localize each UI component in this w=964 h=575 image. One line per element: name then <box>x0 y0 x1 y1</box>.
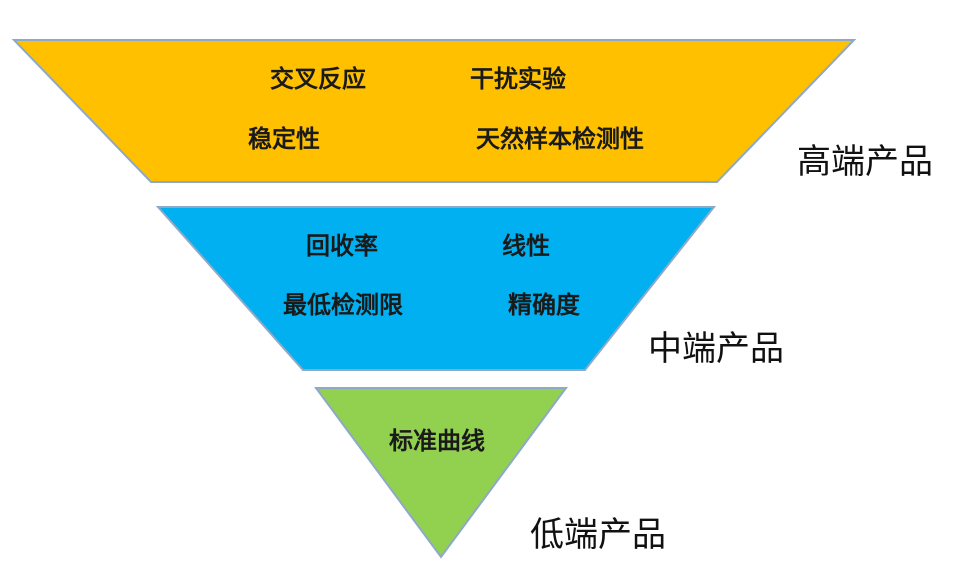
tier-high-item-3: 稳定性 <box>248 125 320 153</box>
tier-high-label: 高端产品 <box>797 142 933 182</box>
tier-mid-shape <box>155 206 717 371</box>
tier-mid-item-2: 线性 <box>502 232 550 260</box>
tier-mid-item-3: 最低检测限 <box>283 291 403 319</box>
tier-mid-item-1: 回收率 <box>306 232 378 260</box>
tier-mid-label: 中端产品 <box>648 329 784 369</box>
tier-low-item-1: 标准曲线 <box>389 427 485 455</box>
tier-low-label: 低端产品 <box>530 515 666 555</box>
tier-mid-item-4: 精确度 <box>508 291 580 319</box>
tier-high-item-4: 天然样本检测性 <box>476 125 644 153</box>
tier-high-item-1: 交叉反应 <box>270 65 366 93</box>
tier-high-shape <box>11 39 857 183</box>
tier-low-shape <box>314 387 568 559</box>
tier-high-item-2: 干扰实验 <box>470 65 566 93</box>
